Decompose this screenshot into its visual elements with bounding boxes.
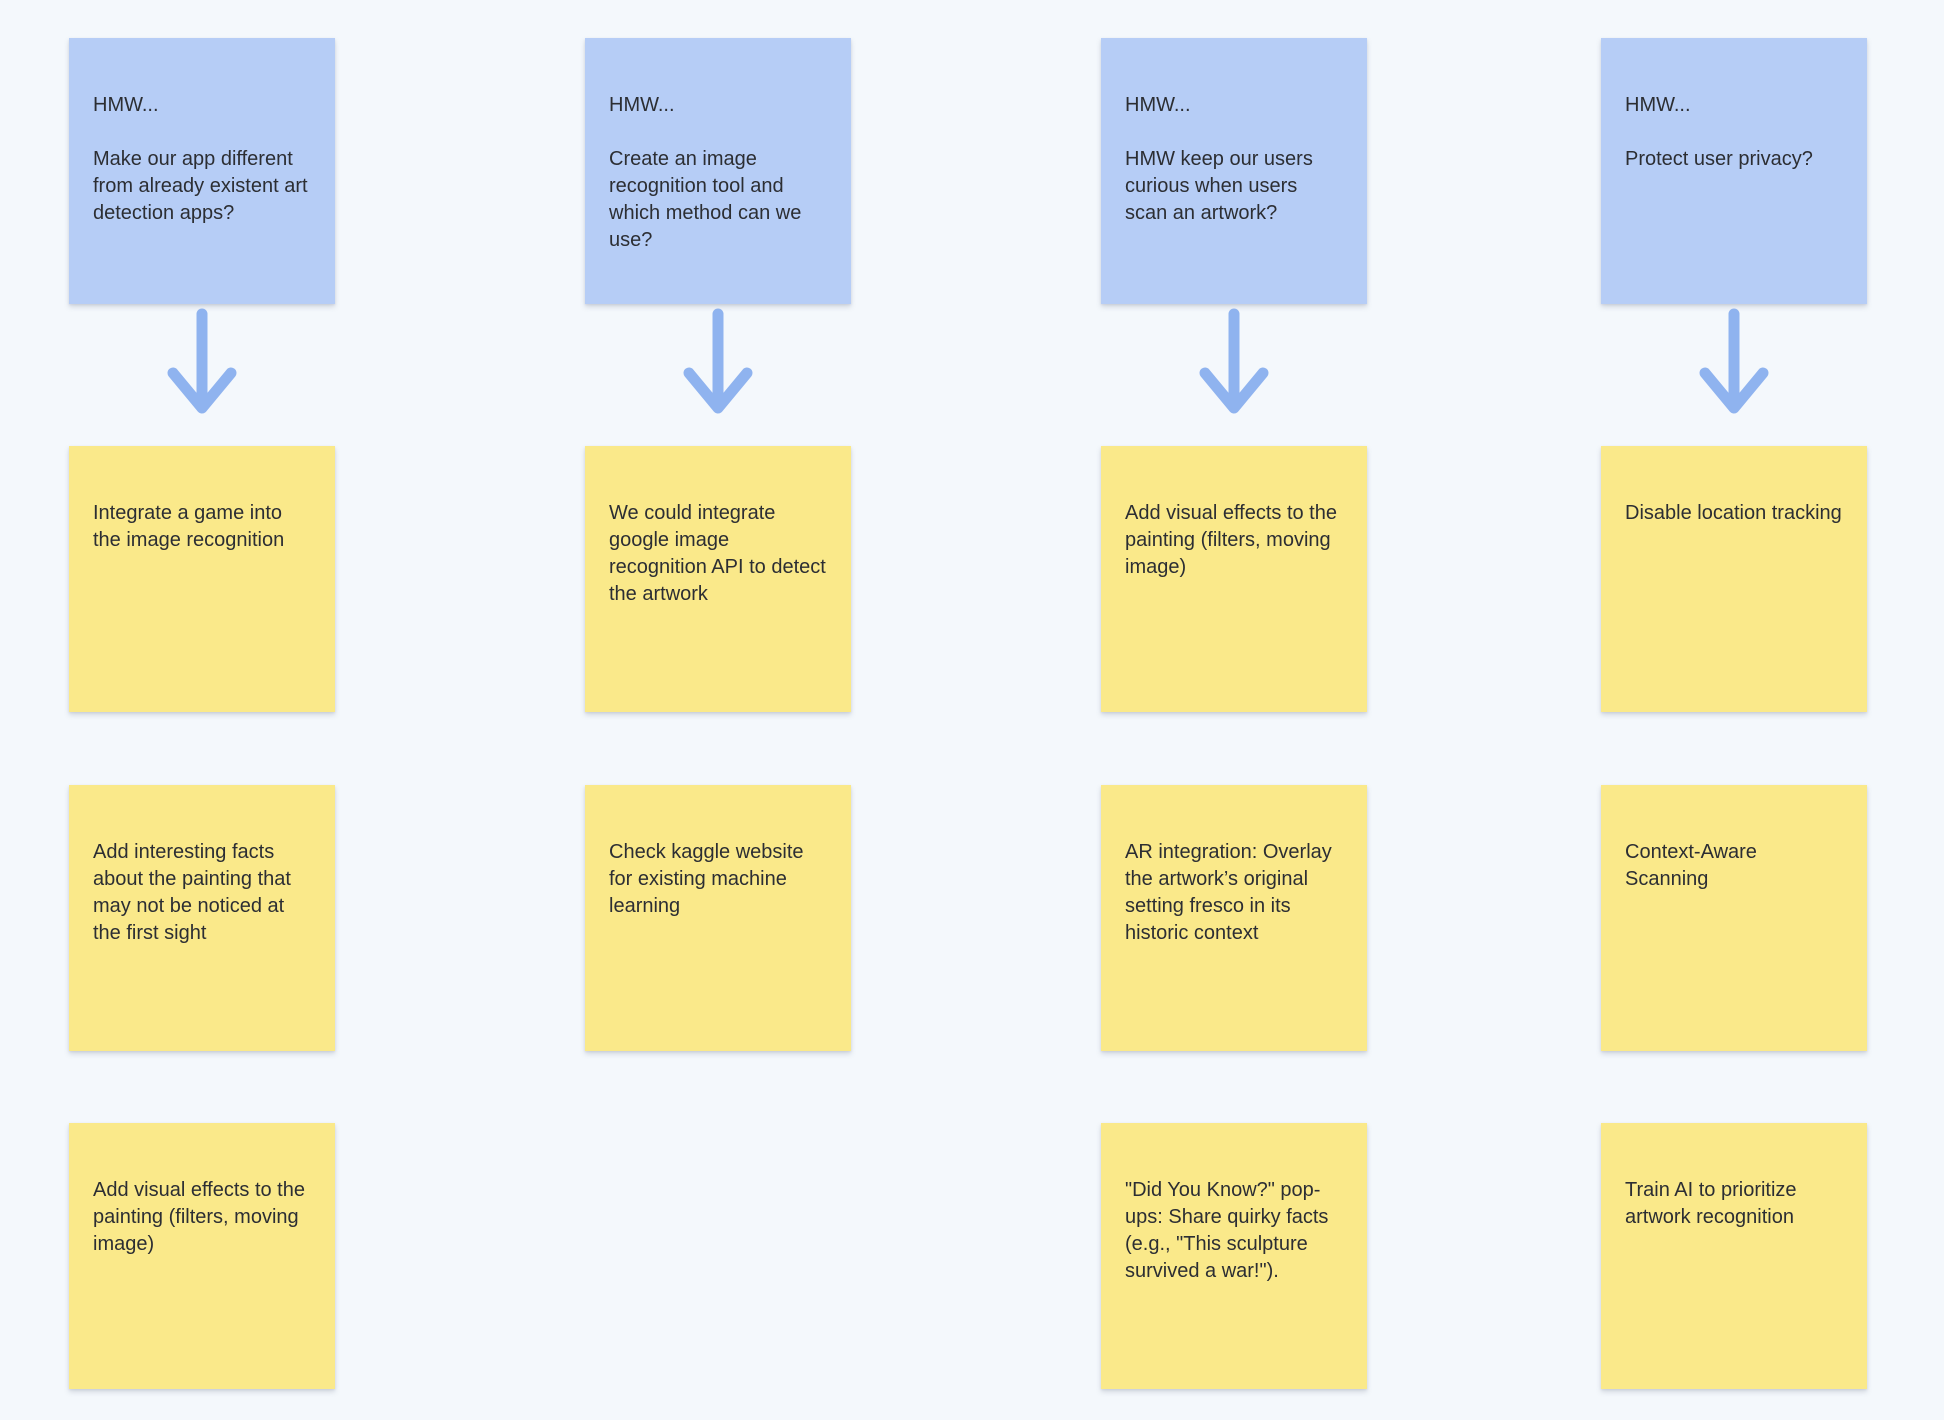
sticky-note-text: We could integrate google image recognit… [609, 502, 826, 605]
sticky-note-idea[interactable]: "Did You Know?" pop-ups: Share quirky fa… [1101, 1123, 1367, 1389]
sticky-note-text: Check kaggle website for existing machin… [609, 841, 804, 917]
sticky-note-text: Add interesting facts about the painting… [93, 841, 291, 944]
sticky-note-question[interactable]: HMW... Make our app different from alrea… [69, 38, 335, 304]
sticky-note-text: HMW... HMW keep our users curious when u… [1125, 94, 1313, 224]
sticky-note-text: Context-Aware Scanning [1625, 841, 1757, 890]
sticky-note-text: Add visual effects to the painting (filt… [93, 1179, 305, 1255]
sticky-note-idea[interactable]: Add interesting facts about the painting… [69, 785, 335, 1051]
sticky-note-question[interactable]: HMW... HMW keep our users curious when u… [1101, 38, 1367, 304]
sticky-note-idea[interactable]: Check kaggle website for existing machin… [585, 785, 851, 1051]
sticky-note-question[interactable]: HMW... Protect user privacy? [1601, 38, 1867, 304]
sticky-note-idea[interactable]: Context-Aware Scanning [1601, 785, 1867, 1051]
sticky-note-idea[interactable]: AR integration: Overlay the artwork’s or… [1101, 785, 1367, 1051]
sticky-note-idea[interactable]: Train AI to prioritize artwork recogniti… [1601, 1123, 1867, 1389]
sticky-note-text: HMW... Protect user privacy? [1625, 94, 1813, 170]
connector-arrow[interactable] [585, 306, 851, 420]
connector-arrow[interactable] [1101, 306, 1367, 420]
sticky-note-text: Integrate a game into the image recognit… [93, 502, 285, 551]
sticky-note-idea[interactable]: Disable location tracking [1601, 446, 1867, 712]
arrow-down-icon [1199, 308, 1269, 414]
sticky-note-question[interactable]: HMW... Create an image recognition tool … [585, 38, 851, 304]
arrow-down-icon [167, 308, 237, 414]
sticky-note-text: HMW... Make our app different from alrea… [93, 94, 308, 224]
sticky-note-text: Add visual effects to the painting (filt… [1125, 502, 1337, 578]
connector-arrow[interactable] [1601, 306, 1867, 420]
connector-arrow[interactable] [69, 306, 335, 420]
sticky-note-idea[interactable]: Add visual effects to the painting (filt… [1101, 446, 1367, 712]
sticky-note-text: HMW... Create an image recognition tool … [609, 94, 802, 251]
sticky-note-idea[interactable]: We could integrate google image recognit… [585, 446, 851, 712]
sticky-note-text: Disable location tracking [1625, 502, 1842, 524]
sticky-note-text: AR integration: Overlay the artwork’s or… [1125, 841, 1332, 944]
sticky-note-idea[interactable]: Add visual effects to the painting (filt… [69, 1123, 335, 1389]
arrow-down-icon [1699, 308, 1769, 414]
sticky-note-text: Train AI to prioritize artwork recogniti… [1625, 1179, 1797, 1228]
arrow-down-icon [683, 308, 753, 414]
sticky-note-idea[interactable]: Integrate a game into the image recognit… [69, 446, 335, 712]
sticky-note-text: "Did You Know?" pop-ups: Share quirky fa… [1125, 1179, 1329, 1282]
